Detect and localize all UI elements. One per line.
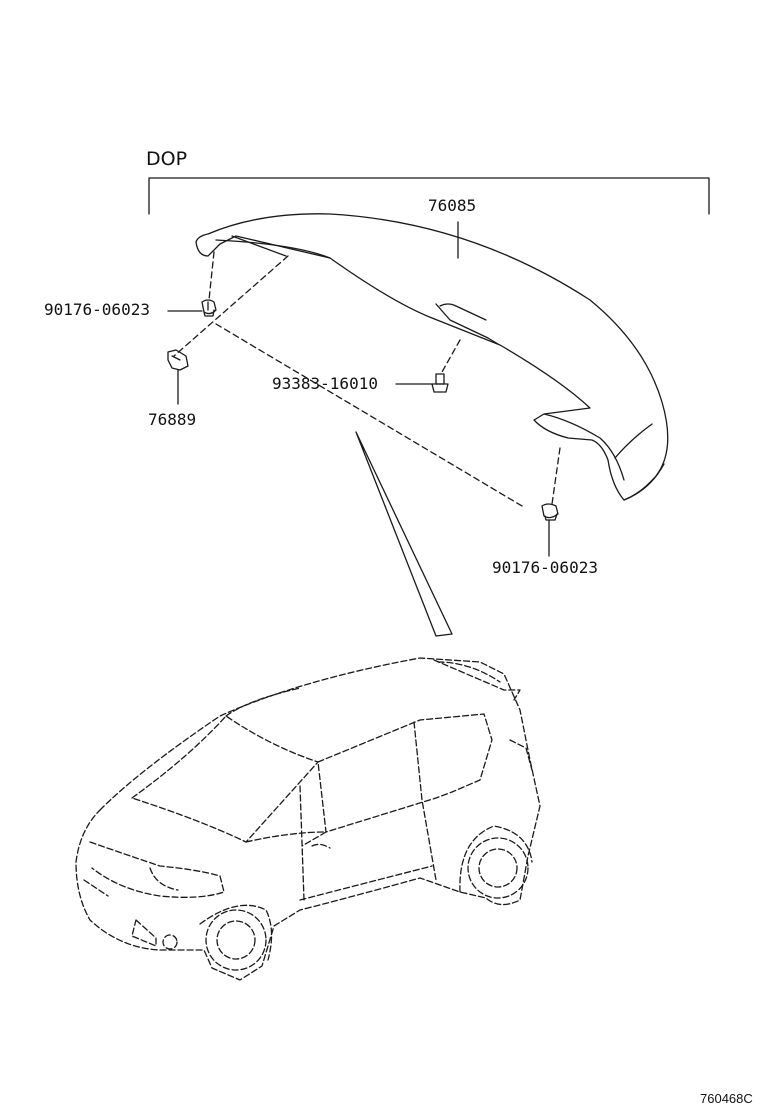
clip-lower-right [541, 503, 559, 521]
callout-90176-lower[interactable]: 90176-06023 [492, 558, 598, 577]
callout-76889[interactable]: 76889 [148, 410, 197, 429]
dop-group-bracket [148, 177, 710, 215]
callout-90176-upper[interactable]: 90176-06023 [44, 300, 150, 319]
clip-upper-left [201, 299, 217, 317]
illustration-code: 760468C [700, 1091, 753, 1106]
bolt-93383 [431, 373, 449, 393]
callout-93383-16010[interactable]: 93383-16010 [272, 374, 378, 393]
zoom-indicator [355, 431, 453, 637]
assembly-dashed-lines [173, 251, 561, 507]
bracket-76889 [167, 349, 189, 371]
group-label-dop: DOP [146, 148, 188, 170]
vehicle-outline [75, 657, 541, 981]
rear-spoiler [195, 213, 669, 501]
callout-76085[interactable]: 76085 [428, 196, 477, 215]
